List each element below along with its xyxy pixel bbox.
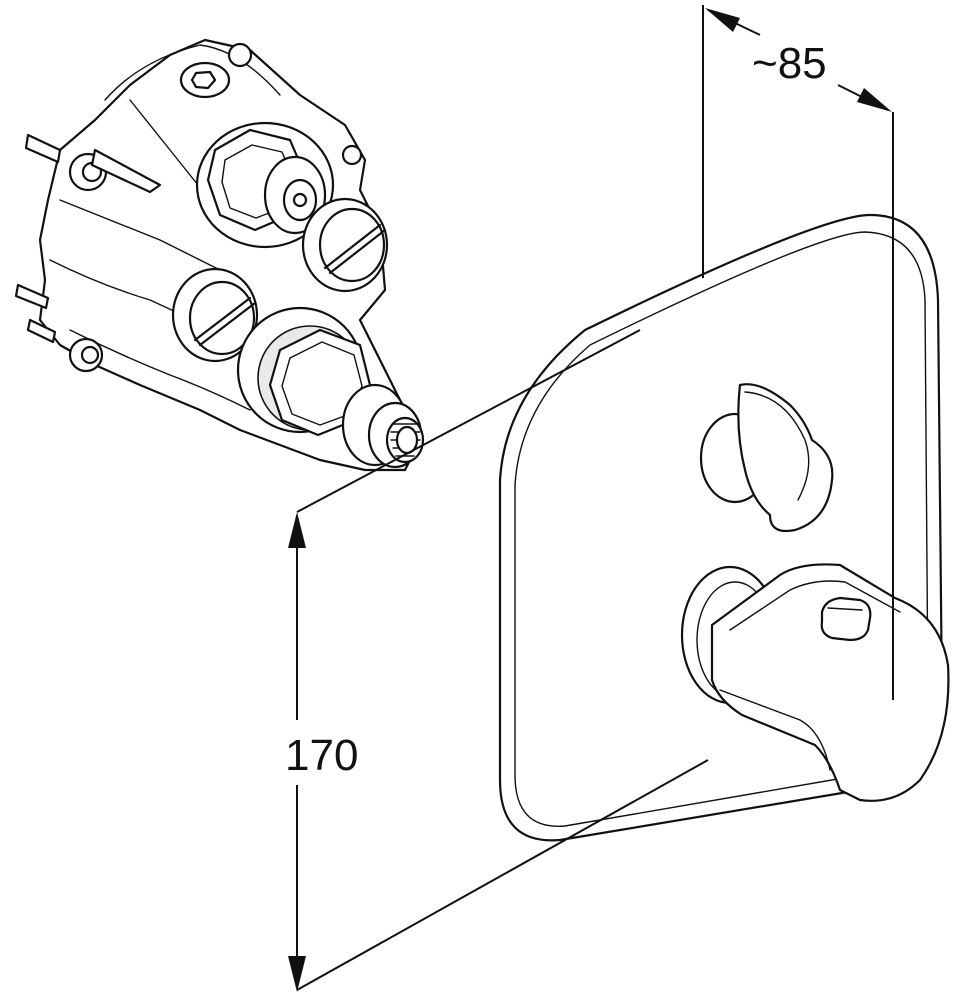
arrow-head-top	[288, 512, 306, 548]
valve-body	[14, 38, 425, 472]
arrow-head-left	[705, 8, 740, 32]
arrow-head-right	[857, 88, 892, 112]
arrow-head-bottom	[288, 956, 306, 992]
height-label: 170	[285, 731, 358, 780]
dimension-depth: ~85	[702, 5, 894, 700]
dimension-height: 170	[285, 329, 709, 992]
thermostat-handle	[680, 563, 950, 802]
depth-label: ~85	[752, 39, 827, 88]
diverter-knob	[699, 383, 834, 533]
